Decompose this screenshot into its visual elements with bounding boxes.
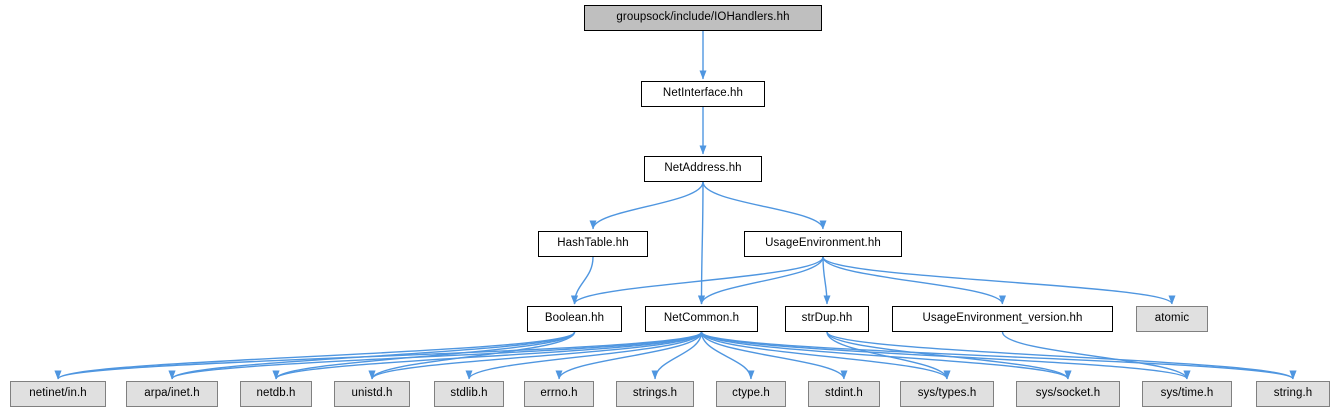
- graph-node-label: stdlib.h: [450, 387, 488, 400]
- graph-edge-netcommon-to-netdb: [272, 331, 703, 380]
- graph-node-systypes[interactable]: sys/types.h: [900, 381, 994, 407]
- graph-node-label: ctype.h: [732, 387, 770, 400]
- graph-edge-netcommon-to-string: [700, 331, 1297, 380]
- graph-edge-netcommon-to-strings: [651, 331, 703, 380]
- graph-node-strdup[interactable]: strDup.hh: [785, 306, 869, 332]
- graph-node-stdint[interactable]: stdint.h: [808, 381, 880, 407]
- graph-node-label: unistd.h: [351, 387, 393, 400]
- graph-node-label: string.h: [1273, 387, 1313, 400]
- graph-edge-netcommon-to-netinet: [54, 331, 703, 380]
- graph-node-stdlib[interactable]: stdlib.h: [434, 381, 504, 407]
- graph-node-arpa[interactable]: arpa/inet.h: [126, 381, 218, 407]
- graph-node-label: UsageEnvironment_version.hh: [922, 312, 1083, 325]
- graph-node-label: UsageEnvironment.hh: [765, 237, 881, 250]
- graph-edge-netcommon-to-errno: [555, 331, 703, 380]
- graph-node-label: NetInterface.hh: [662, 87, 744, 100]
- graph-node-strings[interactable]: strings.h: [616, 381, 694, 407]
- graph-node-boolean[interactable]: Boolean.hh: [527, 306, 622, 332]
- graph-edge-netcommon-to-stdlib: [465, 331, 703, 380]
- graph-edge-netaddr-to-netcommon: [698, 181, 706, 305]
- graph-node-netif[interactable]: NetInterface.hh: [641, 81, 765, 107]
- graph-edge-usageenv-to-uev: [822, 256, 1006, 305]
- graph-node-errno[interactable]: errno.h: [524, 381, 594, 407]
- graph-node-ctype[interactable]: ctype.h: [716, 381, 786, 407]
- graph-node-label: sys/socket.h: [1035, 387, 1101, 400]
- graph-edge-strdup-to-syssocket: [826, 331, 1072, 380]
- graph-node-netcommon[interactable]: NetCommon.h: [645, 306, 758, 332]
- graph-edge-uev-to-systime: [1001, 331, 1191, 380]
- graph-node-label: sys/time.h: [1160, 387, 1214, 400]
- graph-node-label: stdint.h: [825, 387, 863, 400]
- graph-edge-netcommon-to-systime: [700, 331, 1191, 380]
- graph-node-usageenv[interactable]: UsageEnvironment.hh: [744, 231, 902, 257]
- graph-edge-netcommon-to-stdint: [700, 331, 848, 380]
- graph-edge-usageenv-to-strdup: [822, 256, 831, 305]
- graph-edge-strdup-to-systypes: [826, 331, 951, 380]
- graph-node-label: NetAddress.hh: [664, 162, 742, 175]
- graph-edge-boolean-to-unistd: [368, 331, 576, 380]
- graph-edge-boolean-to-netdb: [272, 331, 576, 380]
- graph-node-root[interactable]: groupsock/include/IOHandlers.hh: [584, 5, 822, 31]
- graph-edge-usageenv-to-boolean: [571, 256, 824, 305]
- graph-node-uev[interactable]: UsageEnvironment_version.hh: [892, 306, 1113, 332]
- graph-edge-netcommon-to-syssocket: [700, 331, 1072, 380]
- graph-node-label: strDup.hh: [801, 312, 853, 325]
- graph-edge-netaddr-to-usageenv: [702, 181, 827, 230]
- graph-edge-strdup-to-string: [826, 331, 1297, 380]
- graph-edge-netcommon-to-arpa: [168, 331, 703, 380]
- graph-node-netaddr[interactable]: NetAddress.hh: [644, 156, 762, 182]
- graph-node-label: netinet/in.h: [29, 387, 87, 400]
- graph-node-hashtable[interactable]: HashTable.hh: [538, 231, 648, 257]
- graph-node-label: arpa/inet.h: [144, 387, 200, 400]
- graph-node-string[interactable]: string.h: [1256, 381, 1330, 407]
- graph-node-label: netdb.h: [256, 387, 296, 400]
- graph-edge-usageenv-to-netcommon: [698, 256, 824, 305]
- graph-edge-hashtable-to-boolean: [571, 256, 594, 305]
- graph-edge-netcommon-to-unistd: [368, 331, 703, 380]
- graph-node-label: strings.h: [632, 387, 678, 400]
- graph-edge-netcommon-to-ctype: [700, 331, 755, 380]
- graph-edge-boolean-to-arpa: [168, 331, 576, 380]
- graph-node-label: sys/types.h: [917, 387, 977, 400]
- graph-node-unistd[interactable]: unistd.h: [334, 381, 410, 407]
- graph-node-netinet[interactable]: netinet/in.h: [10, 381, 106, 407]
- graph-node-systime[interactable]: sys/time.h: [1142, 381, 1232, 407]
- graph-node-syssocket[interactable]: sys/socket.h: [1016, 381, 1120, 407]
- graph-node-label: groupsock/include/IOHandlers.hh: [616, 11, 790, 24]
- graph-node-label: atomic: [1154, 312, 1190, 325]
- graph-edge-netaddr-to-hashtable: [589, 181, 704, 230]
- graph-node-label: Boolean.hh: [544, 312, 605, 325]
- graph-node-label: errno.h: [540, 387, 578, 400]
- graph-node-label: NetCommon.h: [663, 312, 740, 325]
- graph-node-label: HashTable.hh: [557, 237, 629, 250]
- graph-node-atomic[interactable]: atomic: [1136, 306, 1208, 332]
- graph-edge-usageenv-to-atomic: [822, 256, 1176, 305]
- graph-node-netdb[interactable]: netdb.h: [240, 381, 312, 407]
- graph-edge-netcommon-to-systypes: [700, 331, 951, 380]
- graph-edge-boolean-to-netinet: [54, 331, 576, 380]
